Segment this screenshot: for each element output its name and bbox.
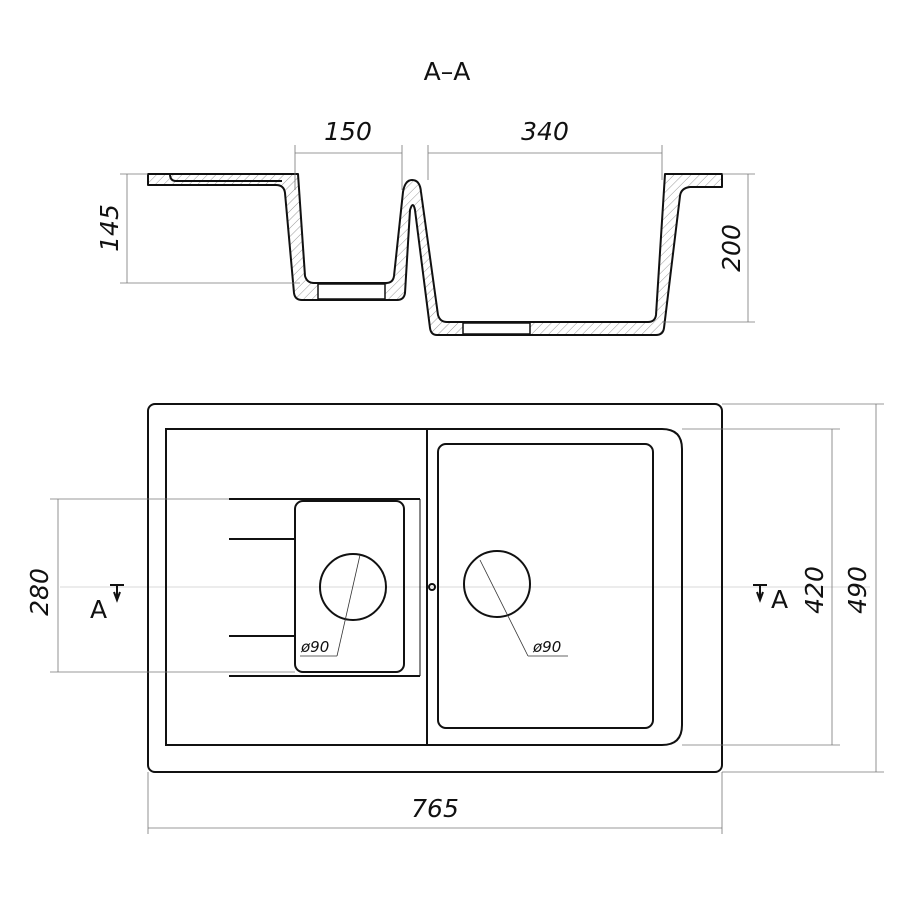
dim-large-bowl-depth: 200: [717, 224, 746, 272]
large-drain-circle: [463, 550, 531, 618]
drainboard-ribs: [229, 498, 421, 677]
section-dimension-lines: [120, 145, 755, 323]
section-arrow-right-icon: [753, 584, 767, 603]
dim-overall-length: 765: [411, 794, 459, 823]
section-mark-right: A: [771, 585, 788, 614]
section-title: A–A: [424, 57, 471, 86]
small-drain-opening: [317, 283, 386, 300]
small-drain-label: ø90: [300, 638, 329, 656]
dim-small-bowl-length: 280: [25, 568, 54, 616]
dim-small-bowl-width: 150: [324, 117, 372, 146]
large-drain-opening: [462, 322, 531, 335]
plan-view: ø90 ø90 A A 280 420 490 765: [25, 403, 884, 834]
drainboard-groove: [169, 173, 282, 182]
drain-leaders: [300, 554, 568, 657]
sink-outline: [147, 403, 723, 773]
dim-inner-width: 420: [800, 566, 829, 614]
small-drain-circle: [319, 553, 387, 621]
sink-section-profile: [147, 173, 723, 336]
small-bowl: [294, 500, 405, 673]
section-mark-left: A: [90, 595, 107, 624]
section-arrow-left-icon: [110, 584, 124, 603]
large-bowl-rim: [426, 428, 683, 746]
dim-large-bowl-width: 340: [521, 117, 569, 146]
overflow-icon: [428, 583, 436, 591]
large-bowl: [437, 443, 654, 729]
section-view: 150 340 145 200: [95, 117, 755, 336]
drainboard-outline: [165, 428, 427, 746]
plan-dimension-lines: [50, 403, 884, 834]
large-drain-label: ø90: [532, 638, 561, 656]
dim-small-bowl-depth: 145: [95, 204, 124, 252]
dim-overall-width: 490: [843, 566, 872, 614]
